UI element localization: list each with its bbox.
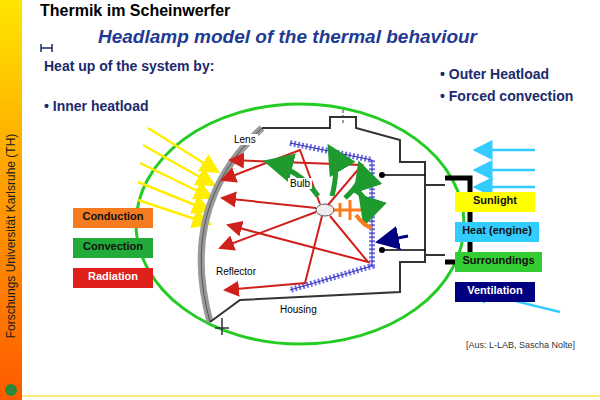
part-label: Reflector bbox=[214, 266, 258, 277]
legend-text: Radiation bbox=[88, 270, 138, 282]
legend-text: Ventilation bbox=[467, 284, 523, 296]
bullet-item: • Forced convection bbox=[440, 88, 573, 104]
legend-text: Conduction bbox=[82, 210, 143, 222]
source-caption: [Aus: L-LAB, Sascha Nolte] bbox=[466, 340, 575, 350]
side-bar-text: Forschungs Universität Karlsruhe (TH) bbox=[4, 134, 18, 339]
convection-arrows bbox=[268, 148, 367, 222]
back-cover-link bbox=[425, 185, 445, 255]
legend-swatch: Conduction bbox=[73, 208, 153, 228]
bullet-item: • Inner heatload bbox=[44, 98, 148, 114]
legend-swatch: Heat (engine) bbox=[455, 222, 539, 242]
part-label: Lens bbox=[232, 134, 258, 145]
intro-text: Heat up of the system by: bbox=[44, 58, 214, 74]
housing-outline bbox=[210, 117, 425, 322]
diagram-heading: Headlamp model of the thermal behaviour bbox=[98, 26, 477, 48]
legend-text: Sunlight bbox=[473, 194, 517, 206]
back-cover bbox=[445, 178, 470, 262]
surroundings-ellipse bbox=[136, 104, 464, 344]
slide-title: Thermik im Scheinwerfer bbox=[40, 2, 230, 20]
bullet-item: • Outer Heatload bbox=[440, 66, 549, 82]
legend-text: Surroundings bbox=[462, 254, 534, 266]
bulb bbox=[316, 204, 334, 216]
legend-swatch: Surroundings bbox=[455, 252, 542, 272]
legend-text: Heat (engine) bbox=[462, 224, 532, 236]
legend-swatch: Radiation bbox=[73, 268, 153, 288]
mount-axis bbox=[343, 110, 344, 123]
legend-swatch: Convection bbox=[73, 238, 153, 258]
mount-foot bbox=[215, 318, 229, 335]
part-label: Bulb bbox=[288, 178, 312, 189]
engine-heat-arrows bbox=[475, 150, 535, 187]
scale-mark bbox=[41, 44, 52, 52]
legend-text: Convection bbox=[83, 240, 143, 252]
part-label: Housing bbox=[278, 304, 319, 315]
conduction-arrow bbox=[356, 215, 372, 228]
ventilation-arrow bbox=[378, 236, 408, 242]
logo-dot bbox=[5, 384, 17, 396]
side-bar bbox=[0, 0, 22, 400]
legend-swatch: Sunlight bbox=[455, 192, 535, 212]
footer-line bbox=[22, 395, 600, 397]
legend-swatch: Ventilation bbox=[455, 282, 535, 302]
